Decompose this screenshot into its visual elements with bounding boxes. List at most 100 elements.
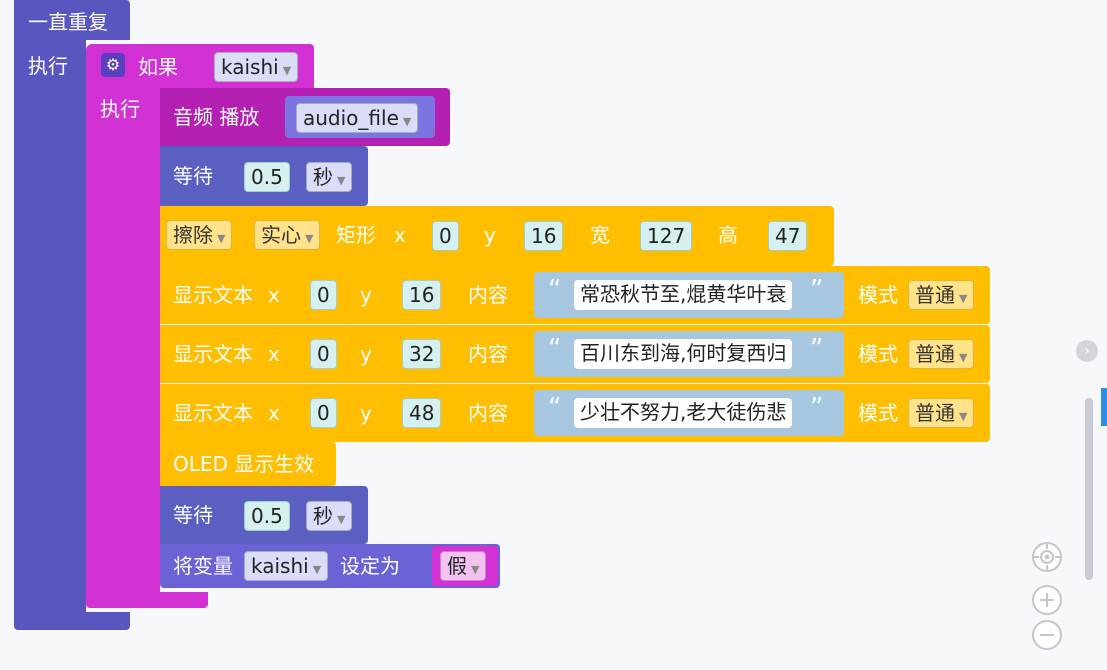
dropdown-arrow-icon: ▼	[282, 64, 292, 77]
set-var-dropdown[interactable]: kaishi▼	[244, 551, 329, 581]
close-quote: ”	[810, 334, 824, 364]
mode-text: 普通	[915, 283, 955, 307]
zoom-out-icon[interactable]	[1032, 620, 1062, 650]
content-label: 内容	[468, 342, 508, 366]
oled-show-label: OLED 显示生效	[173, 452, 315, 476]
show-text-label: 显示文本	[173, 342, 253, 366]
set-var-text: kaishi	[251, 554, 309, 578]
oled-show-block[interactable]	[160, 442, 336, 486]
if-do-label: 执行	[100, 97, 140, 121]
workspace-edge-marker	[1101, 388, 1107, 426]
y-input[interactable]: 32	[402, 339, 442, 369]
forever-loop-body-bar	[14, 40, 86, 616]
zoom-in-svg	[1040, 593, 1054, 607]
flyout-toggle-button[interactable]: ›	[1076, 340, 1098, 362]
x-input[interactable]: 0	[310, 398, 337, 428]
show-text-label: 显示文本	[173, 283, 253, 307]
mode-dropdown[interactable]: 普通 ▼	[908, 339, 975, 369]
boolean-dropdown[interactable]: 假▼	[440, 551, 487, 581]
content-label: 内容	[468, 401, 508, 425]
mode-text: 普通	[915, 401, 955, 425]
mode-label: 模式	[858, 401, 898, 425]
open-quote: “	[548, 393, 562, 423]
y-label: y	[360, 401, 372, 425]
y-input[interactable]: 16	[402, 280, 442, 310]
string-input[interactable]: 常恐秋节至,焜黄华叶衰	[574, 280, 793, 310]
wait-value-input[interactable]: 0.5	[244, 501, 290, 531]
y-input[interactable]: 48	[402, 398, 442, 428]
x-label: x	[268, 283, 280, 307]
rect-h-label: 高	[718, 223, 738, 247]
boolean-text: 假	[447, 554, 467, 578]
mode-text: 普通	[915, 342, 955, 366]
rect-x-label: x	[394, 223, 406, 247]
if-block-bottom	[86, 592, 208, 608]
if-label: 如果	[138, 55, 178, 79]
y-label: y	[360, 342, 372, 366]
loop-title: 一直重复	[28, 10, 108, 34]
wait-label: 等待	[173, 164, 213, 188]
mode-dropdown[interactable]: 普通 ▼	[908, 398, 975, 428]
open-quote: “	[548, 275, 562, 305]
rect-mode-text: 擦除	[173, 223, 213, 247]
dropdown-arrow-icon: ▼	[402, 115, 412, 128]
x-input[interactable]: 0	[310, 280, 337, 310]
gear-icon[interactable]: ⚙	[101, 53, 125, 77]
mode-dropdown[interactable]: 普通 ▼	[908, 280, 975, 310]
loop-do-label: 执行	[28, 54, 68, 78]
dropdown-arrow-icon: ▼	[312, 563, 322, 576]
y-label: y	[360, 283, 372, 307]
crosshair-svg	[1034, 544, 1060, 570]
content-label: 内容	[468, 283, 508, 307]
x-label: x	[268, 342, 280, 366]
x-label: x	[268, 401, 280, 425]
dropdown-arrow-icon: ▼	[305, 232, 314, 245]
open-quote: “	[548, 334, 562, 364]
if-condition-var[interactable]: kaishi▼	[214, 52, 299, 82]
string-input[interactable]: 百川东到海,何时复西归	[574, 339, 793, 369]
chevron-right-icon: ›	[1084, 343, 1090, 359]
vertical-scrollbar[interactable]	[1085, 398, 1093, 580]
dropdown-arrow-icon: ▼	[471, 563, 480, 576]
dropdown-arrow-icon: ▼	[959, 410, 968, 423]
mode-label: 模式	[858, 283, 898, 307]
wait-unit-text: 秒	[313, 165, 333, 189]
forever-loop-block[interactable]	[14, 0, 130, 40]
zoom-in-icon[interactable]	[1032, 585, 1062, 615]
dropdown-arrow-icon: ▼	[337, 513, 346, 526]
close-quote: ”	[810, 393, 824, 423]
rect-w-label: 宽	[590, 223, 610, 247]
set-var-label: 将变量	[173, 554, 233, 578]
rect-mode-dropdown[interactable]: 擦除 ▼	[166, 220, 233, 250]
dropdown-arrow-icon: ▼	[217, 232, 226, 245]
rect-h-input[interactable]: 47	[768, 221, 808, 251]
zoom-out-svg	[1040, 634, 1054, 636]
rect-fill-dropdown[interactable]: 实心 ▼	[254, 220, 321, 250]
rect-x-input[interactable]: 0	[432, 221, 459, 251]
if-condition-text: kaishi	[221, 55, 279, 79]
dropdown-arrow-icon: ▼	[959, 292, 968, 305]
close-quote: ”	[810, 275, 824, 305]
audio-file-var[interactable]: audio_file▼	[296, 103, 419, 133]
rect-fill-text: 实心	[261, 223, 301, 247]
set-var-to-label: 设定为	[340, 554, 400, 578]
rect-w-input[interactable]: 127	[640, 221, 693, 251]
if-block-body-bar	[86, 90, 160, 596]
wait-unit-text: 秒	[313, 504, 333, 528]
rect-label: 矩形	[336, 223, 376, 247]
dropdown-arrow-icon: ▼	[959, 351, 968, 364]
mode-label: 模式	[858, 342, 898, 366]
wait-value-input[interactable]: 0.5	[244, 162, 290, 192]
rect-y-input[interactable]: 16	[524, 221, 564, 251]
show-text-label: 显示文本	[173, 401, 253, 425]
wait-label: 等待	[173, 503, 213, 527]
string-input[interactable]: 少壮不努力,老大徒伤悲	[574, 398, 793, 428]
x-input[interactable]: 0	[310, 339, 337, 369]
audio-label: 音频 播放	[173, 105, 260, 129]
dropdown-arrow-icon: ▼	[337, 174, 346, 187]
crosshair-icon[interactable]	[1032, 542, 1062, 572]
wait-unit-dropdown[interactable]: 秒▼	[306, 162, 353, 192]
wait-unit-dropdown[interactable]: 秒▼	[306, 501, 353, 531]
audio-file-text: audio_file	[303, 106, 399, 130]
